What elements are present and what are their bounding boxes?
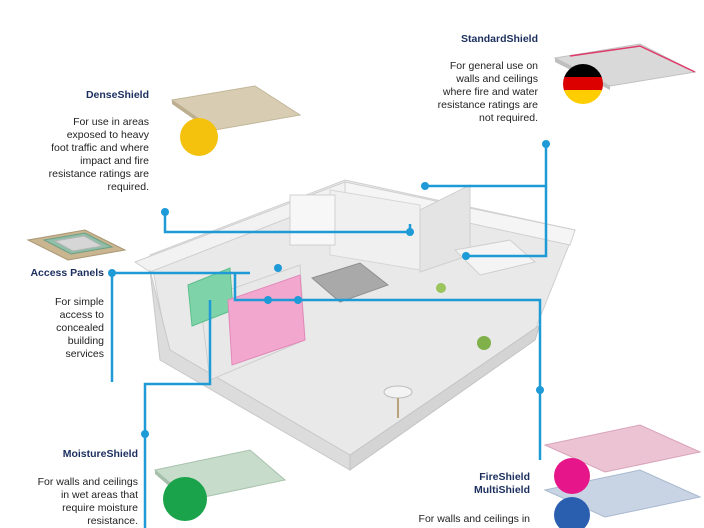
plant-2 [436, 283, 446, 293]
access-title: Access Panels [30, 267, 104, 279]
dot-standard-2 [462, 252, 470, 260]
fire-title: FireShield MultiShield [474, 471, 530, 496]
bed [453, 239, 537, 276]
access-connector-2 [233, 273, 300, 302]
fire-desc: For walls and ceilings in [418, 513, 530, 525]
access-panel-graphic [26, 229, 127, 261]
moisture-title: MoistureShield [62, 448, 138, 460]
dense-connector [163, 212, 410, 234]
moisture-desc: For walls and ceilings in wet areas that… [37, 476, 138, 527]
dot-standard-top [542, 140, 550, 148]
fire-panel-wall [227, 274, 306, 366]
moisture-connector [143, 300, 212, 434]
moisture-circle [163, 477, 207, 521]
sofa [310, 262, 390, 303]
fire-circle [554, 458, 590, 494]
dot-fire-end [294, 296, 302, 304]
dense-desc: For use in areas exposed to heavy foot t… [48, 116, 149, 193]
dot-fire-top [536, 386, 544, 394]
germany-flag-circle [563, 64, 603, 104]
access-desc: For simple access to concealed building … [54, 296, 104, 360]
standard-connector [425, 144, 548, 188]
connector-lines [110, 144, 548, 528]
dense-title: DenseShield [85, 89, 149, 101]
dot-dense-end [406, 228, 414, 236]
dot-access-start [108, 269, 116, 277]
plant [477, 336, 491, 350]
connector-dots [108, 140, 550, 438]
dining-table [383, 385, 413, 399]
standard-desc: For general use on walls and ceilings wh… [437, 60, 538, 124]
standard-connector-2 [466, 186, 548, 258]
dot-moisture-top [141, 430, 149, 438]
dot-access-end [274, 264, 282, 272]
standard-title: StandardShield [460, 33, 538, 45]
dot-dense-top [161, 208, 169, 216]
fire-connector [300, 298, 542, 390]
multi-circle [554, 497, 590, 528]
bookshelf [289, 194, 336, 246]
dot-standard-1 [421, 182, 429, 190]
dense-circle [180, 118, 218, 156]
dot-access-end-2 [264, 296, 272, 304]
